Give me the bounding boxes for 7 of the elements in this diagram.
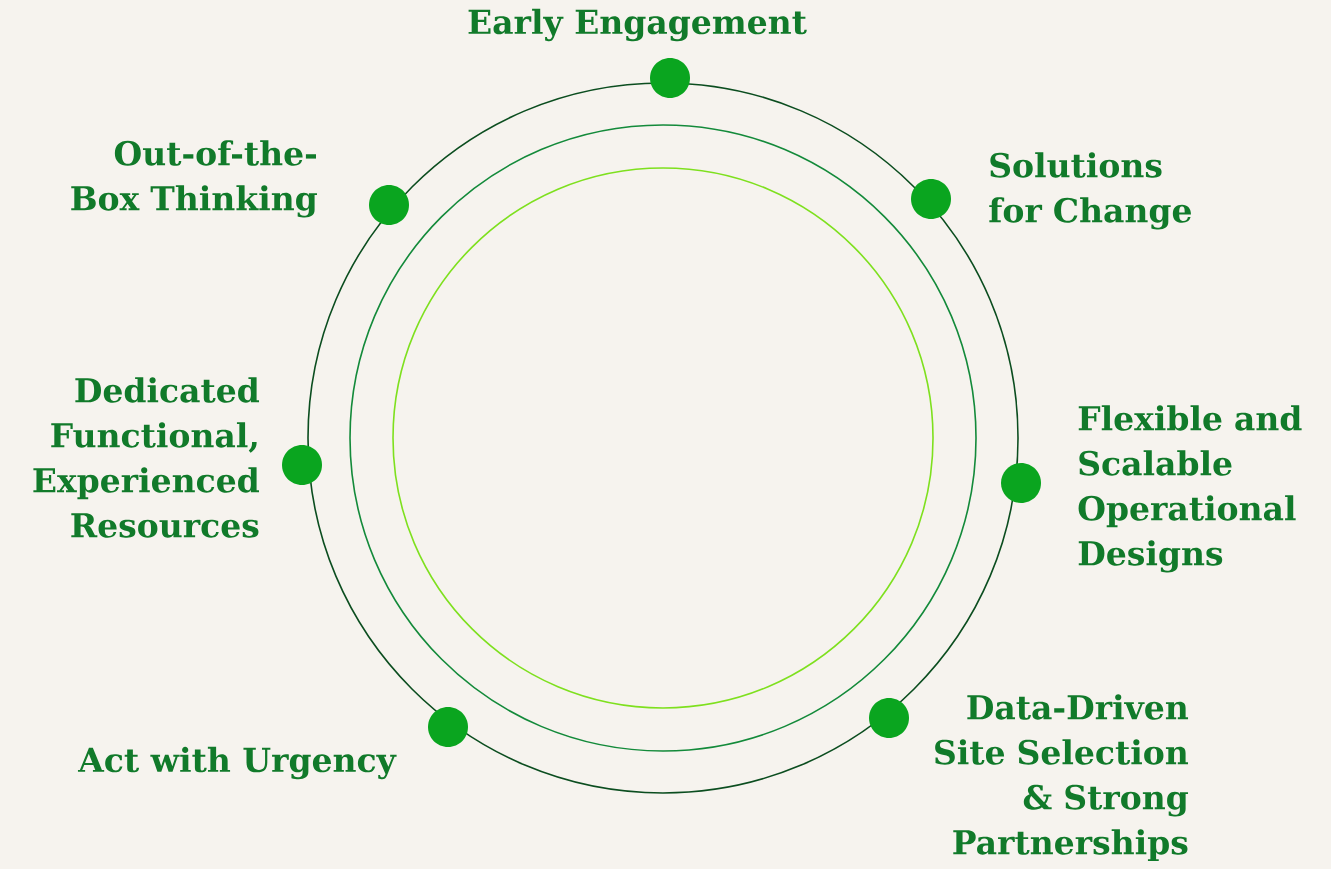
item-label: Early Engagement (468, 8, 807, 42)
item-label: Solutions for Change (989, 152, 1191, 230)
item-label: Flexible and Scalable Operational Designs (1078, 405, 1302, 573)
item-label: Data-Driven Site Selection & Strong Partnerships (935, 694, 1189, 862)
item-label: Out-of-the-Box Thinking (71, 140, 317, 218)
item-label: Act with Urgency (77, 746, 397, 780)
item-label: Dedicated Functional, Experienced Resources (33, 377, 259, 538)
